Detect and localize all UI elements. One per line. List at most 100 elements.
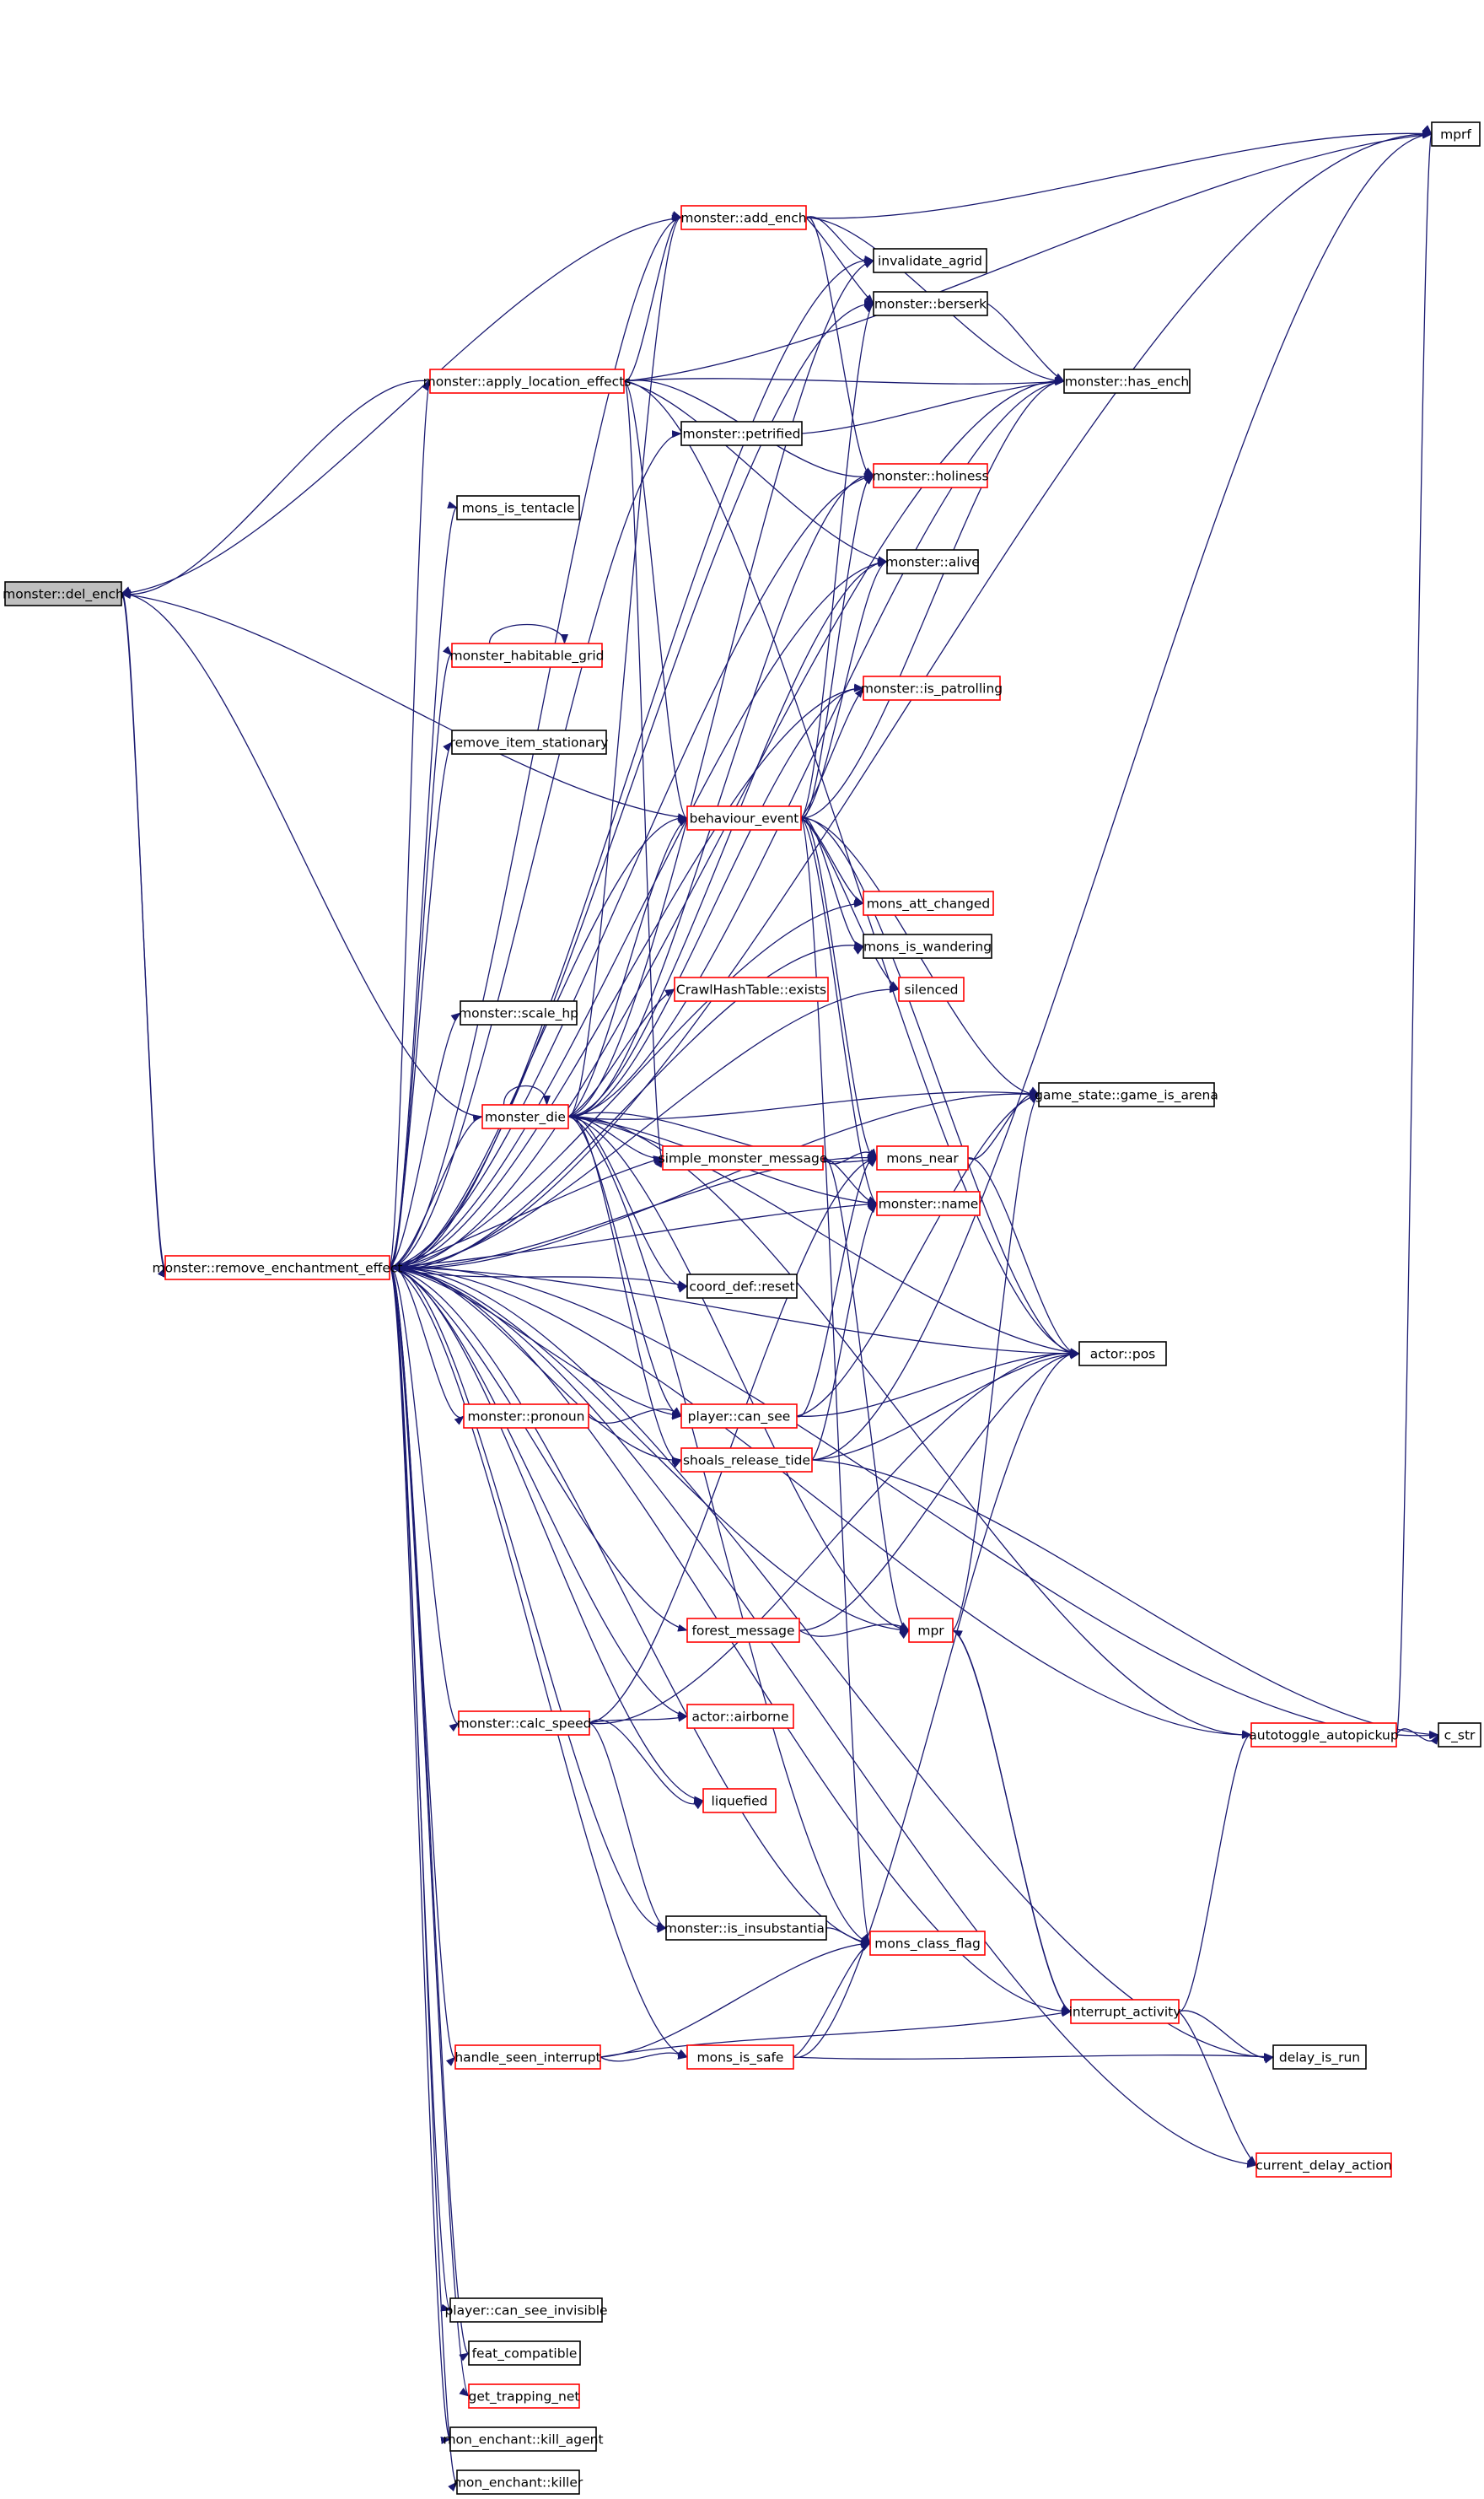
node-box[interactable] [876,1191,981,1216]
node-box[interactable] [898,977,965,1002]
node-seen-int[interactable]: handle_seen_interrupt [454,2044,601,2070]
node-habitable[interactable]: monster_habitable_grid [449,643,605,668]
node-wandering[interactable]: mons_is_wandering [863,934,992,959]
node-box[interactable] [164,1255,390,1280]
node-box[interactable] [456,495,580,520]
node-box[interactable] [449,2297,603,2323]
node-box[interactable] [449,2426,597,2452]
node-liquefied[interactable]: liquefied [702,1788,777,1813]
node-box[interactable] [463,1403,589,1429]
node-can-see[interactable]: player::can_see [680,1403,798,1429]
node-box[interactable] [1250,1722,1397,1748]
node-crawl-exists[interactable]: CrawlHashTable::exists [674,977,829,1002]
node-inv-agrid[interactable]: invalidate_agrid [873,248,987,273]
node-silenced[interactable]: silenced [898,977,965,1002]
node-box[interactable] [869,1931,986,1956]
node-is-tentacle[interactable]: mons_is_tentacle [456,495,580,520]
node-actor-pos[interactable]: actor::pos [1078,1341,1167,1366]
node-c-str[interactable]: c_str [1438,1722,1481,1748]
node-trapping-net[interactable]: get_trapping_net [468,2383,580,2409]
node-berserk[interactable]: monster::berserk [873,291,988,316]
node-box[interactable] [863,934,992,959]
node-box[interactable] [686,1618,800,1643]
node-calc-speed[interactable]: monster::calc_speed [456,1710,592,1736]
node-box[interactable] [702,1788,777,1813]
node-interrupt[interactable]: interrupt_activity [1069,1999,1181,2024]
node-box[interactable] [680,1447,813,1473]
node-box[interactable] [429,369,625,394]
node-box[interactable] [1038,1082,1215,1107]
node-box[interactable] [908,1618,954,1643]
node-class-flag[interactable]: mons_class_flag [869,1931,986,1956]
node-add-ench[interactable]: monster::add_ench [680,205,807,230]
node-box[interactable] [873,463,988,488]
node-box[interactable] [680,421,803,446]
node-autotoggle[interactable]: autotoggle_autopickup [1249,1722,1399,1748]
node-delay-run[interactable]: delay_is_run [1272,2044,1367,2070]
node-shoals[interactable]: shoals_release_tide [680,1447,813,1473]
node-box[interactable] [665,1915,827,1941]
node-box[interactable] [674,977,829,1002]
node-pronoun[interactable]: monster::pronoun [463,1403,589,1429]
node-see-invis[interactable]: player::can_see_invisible [444,2297,608,2323]
node-kill-agent[interactable]: mon_enchant::kill_agent [443,2426,604,2452]
node-box[interactable] [863,891,994,916]
node-box[interactable] [1431,121,1481,147]
node-mprf[interactable]: mprf [1431,121,1481,147]
node-box[interactable] [1063,369,1191,394]
node-cur-delay[interactable]: current_delay_action [1255,2152,1392,2178]
node-has-ench[interactable]: monster::has_ench [1063,369,1191,394]
node-scale-hp[interactable]: monster::scale_hp [459,1000,578,1026]
node-box[interactable] [1272,2044,1367,2070]
node-box[interactable] [458,1710,590,1736]
node-box[interactable] [468,2340,581,2366]
node-box[interactable] [454,2044,601,2070]
node-box[interactable] [686,805,802,831]
node-box[interactable] [481,1104,569,1129]
node-monster-die[interactable]: monster_die [481,1104,569,1129]
node-mpr[interactable]: mpr [908,1618,954,1643]
node-simple-msg[interactable]: simple_monster_message [659,1145,828,1171]
node-game-arena[interactable]: game_state::game_is_arena [1035,1082,1218,1107]
node-att-changed[interactable]: mons_att_changed [863,891,994,916]
node-airborne[interactable]: actor::airborne [686,1704,794,1729]
node-apply-loc[interactable]: monster::apply_location_effects [423,369,632,394]
node-box[interactable] [680,205,807,230]
node-forest-msg[interactable]: forest_message [686,1618,800,1643]
node-box[interactable] [873,291,988,316]
node-box[interactable] [662,1145,824,1171]
node-petrified[interactable]: monster::petrified [680,421,803,446]
node-mon-name[interactable]: monster::name [876,1191,981,1216]
node-feat-compat[interactable]: feat_compatible [468,2340,581,2366]
node-box[interactable] [1438,1722,1481,1748]
node-box[interactable] [456,2469,580,2495]
node-mons-near[interactable]: mons_near [876,1145,969,1171]
node-is-safe[interactable]: mons_is_safe [686,2044,794,2070]
node-box[interactable] [686,2044,794,2070]
node-box[interactable] [886,549,979,574]
node-box[interactable] [460,1000,578,1026]
node-box[interactable] [468,2383,580,2409]
node-box[interactable] [680,1403,798,1429]
node-rem-ench[interactable]: monster::remove_enchantment_effect [153,1255,403,1280]
node-box[interactable] [4,581,122,606]
node-holiness[interactable]: monster::holiness [872,463,989,488]
node-alive[interactable]: monster::alive [885,549,980,574]
node-box[interactable] [876,1145,969,1171]
node-box[interactable] [873,248,987,273]
node-del-ench[interactable]: monster::del_ench [3,581,124,606]
node-box[interactable] [686,1704,794,1729]
node-patrolling[interactable]: monster::is_patrolling [861,676,1003,701]
node-killer[interactable]: mon_enchant::killer [454,2469,583,2495]
node-coord-reset[interactable]: coord_def::reset [686,1274,798,1299]
node-box[interactable] [451,730,607,755]
node-box[interactable] [1070,1999,1180,2024]
node-rm-item[interactable]: remove_item_stationary [450,730,609,755]
node-box[interactable] [1078,1341,1167,1366]
node-box[interactable] [686,1274,798,1299]
node-box[interactable] [1255,2152,1392,2178]
node-box[interactable] [451,643,603,668]
node-box[interactable] [863,676,1001,701]
node-insubstantial[interactable]: monster::is_insubstantial [664,1915,828,1941]
node-behaviour[interactable]: behaviour_event [686,805,802,831]
